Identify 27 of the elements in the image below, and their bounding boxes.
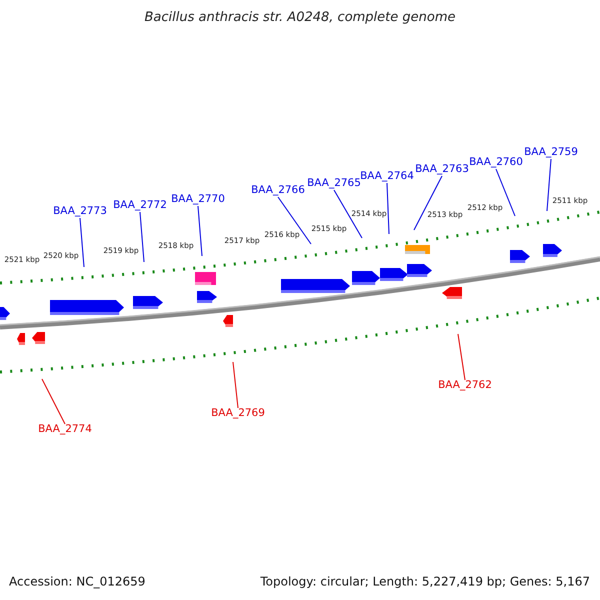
leader-line xyxy=(496,168,516,216)
gene-label: BAA_2766 xyxy=(251,185,305,197)
gene-label: BAA_2764 xyxy=(360,171,414,183)
gene-label: BAA_2772 xyxy=(113,200,167,212)
gene-label: BAA_2760 xyxy=(469,157,523,169)
leader-line xyxy=(80,218,84,268)
leader-line xyxy=(414,176,442,230)
leader-line xyxy=(140,212,144,262)
gene-label: BAA_2762 xyxy=(438,380,492,392)
leader-line xyxy=(198,206,202,256)
gene-label: BAA_2769 xyxy=(211,408,265,420)
genome-info-note: Topology: circular; Length: 5,227,419 bp; Genes: 5,167 xyxy=(260,575,590,589)
gene-label: BAA_2774 xyxy=(38,424,92,436)
leader-line xyxy=(42,378,66,424)
leader-line xyxy=(546,158,552,212)
accession-note: Accession: NC_012659 xyxy=(9,575,146,589)
title: Bacillus anthracis str. A0248, complete genome xyxy=(144,10,456,26)
gene-label: BAA_2759 xyxy=(524,147,578,159)
leader-line xyxy=(458,334,466,380)
leader-line xyxy=(386,182,390,234)
gene-label: BAA_2765 xyxy=(307,178,361,190)
gene-label: BAA_2763 xyxy=(415,164,469,176)
leader-line xyxy=(232,362,238,408)
leader-line xyxy=(278,196,312,244)
leader-line xyxy=(334,190,362,238)
gene-label: BAA_2770 xyxy=(171,194,225,206)
gene-label: BAA_2773 xyxy=(53,206,107,218)
